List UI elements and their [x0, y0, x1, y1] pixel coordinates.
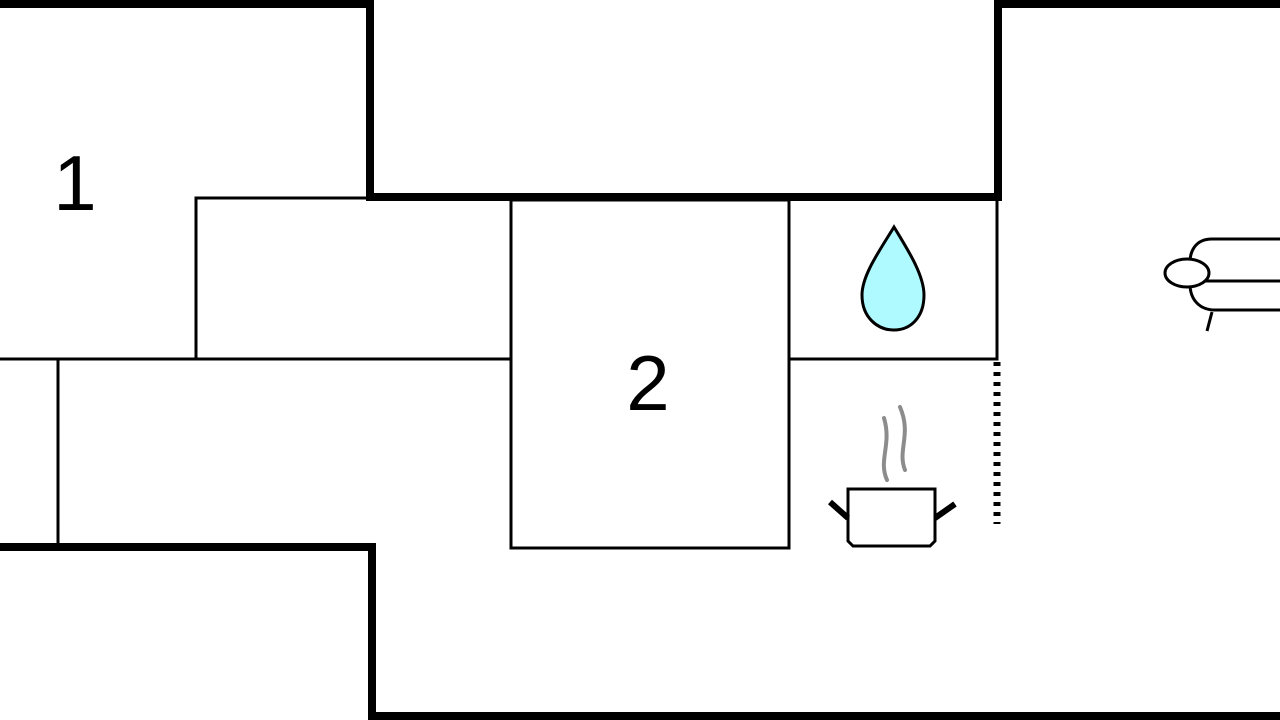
wall-bottom [0, 543, 1280, 720]
wall-top-left [0, 0, 1280, 201]
room-2-walls [509, 198, 791, 550]
cooking-pot-icon [828, 405, 957, 548]
water-drop-icon [860, 224, 926, 332]
bathroom-walls [789, 197, 999, 361]
sofa-icon [1163, 237, 1280, 332]
room-1-label: 1 [53, 139, 96, 227]
room-2-label: 2 [626, 339, 669, 427]
interior-walls [0, 196, 999, 550]
wall-hall-upper [194, 196, 512, 359]
